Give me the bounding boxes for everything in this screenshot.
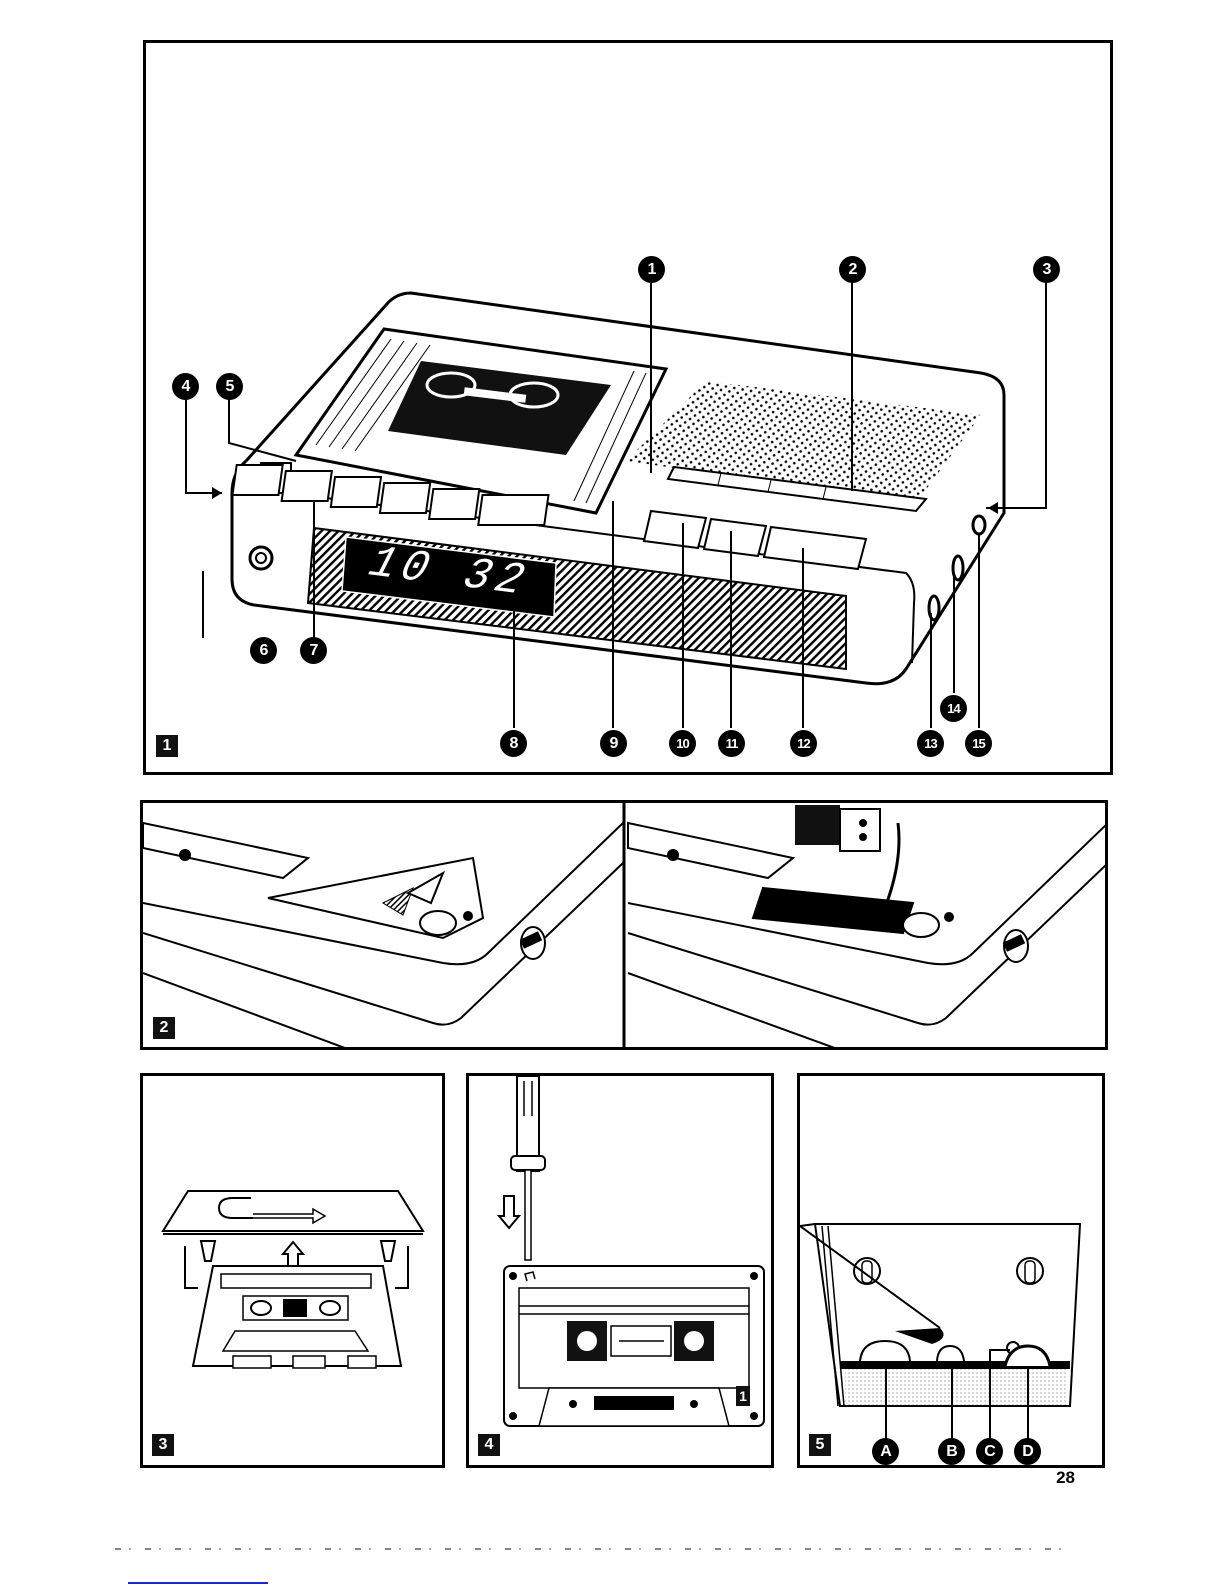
alarm-buttons	[644, 511, 866, 569]
fig2-left-cover-removal	[143, 823, 623, 1050]
headphone-jack	[250, 547, 272, 569]
callout-7: 7	[300, 637, 327, 664]
battery-9v	[795, 805, 840, 845]
callout-4: 4	[172, 373, 199, 400]
callout-D: D	[1014, 1438, 1041, 1465]
scan-artifact-link	[128, 1582, 268, 1584]
callout-12: 12	[790, 730, 817, 757]
down-arrow-icon	[499, 1196, 519, 1228]
callout-C: C	[976, 1438, 1003, 1465]
radio-cassette-illustration	[146, 43, 1113, 775]
figure-label-1: 1	[156, 735, 178, 757]
figure-2-panel: 2	[140, 800, 1108, 1050]
arrow-3-icon	[988, 502, 998, 514]
figure-3-panel: 3	[140, 1073, 445, 1468]
callout-B: B	[938, 1438, 965, 1465]
callout-5: 5	[216, 373, 243, 400]
fig2-right-battery-insert	[628, 805, 1108, 1050]
callout-10: 10	[669, 730, 696, 757]
cassette-side-label: 1	[736, 1386, 750, 1406]
cassette-lid-illustration	[143, 1076, 445, 1468]
callout-3: 3	[1033, 256, 1060, 283]
figure-4-panel: 1 4	[466, 1073, 774, 1468]
callout-2: 2	[839, 256, 866, 283]
screwdriver-shaft	[525, 1170, 531, 1260]
head-cleaning-illustration	[800, 1076, 1105, 1468]
side-socket	[973, 516, 985, 534]
callout-13: 13	[917, 730, 944, 757]
figure-label-3: 3	[152, 1434, 174, 1456]
callout-1: 1	[638, 256, 665, 283]
arrow-4-icon	[212, 487, 222, 499]
callout-14: 14	[940, 695, 967, 722]
callout-9: 9	[600, 730, 627, 757]
cassette-lid	[163, 1191, 423, 1231]
callout-15: 15	[965, 730, 992, 757]
callout-8: 8	[500, 730, 527, 757]
figure-5-panel: A B C D 5	[797, 1073, 1105, 1468]
figure-label-5: 5	[809, 1434, 831, 1456]
erase-protection-illustration	[469, 1076, 774, 1468]
figure-label-4: 4	[478, 1434, 500, 1456]
page-number: 28	[1056, 1468, 1075, 1488]
callout-6: 6	[250, 637, 277, 664]
callout-11: 11	[718, 730, 745, 757]
figure-label-2: 2	[153, 1017, 175, 1039]
scan-artifact-line	[115, 1548, 1075, 1550]
up-arrow-icon	[283, 1242, 303, 1266]
battery-compartment-illustration	[143, 803, 1108, 1050]
figure-1-panel: 10 32 1 2 3 4 5 6 7 8 9 10 11 12 13 14 1…	[143, 40, 1113, 775]
callout-A: A	[872, 1438, 899, 1465]
